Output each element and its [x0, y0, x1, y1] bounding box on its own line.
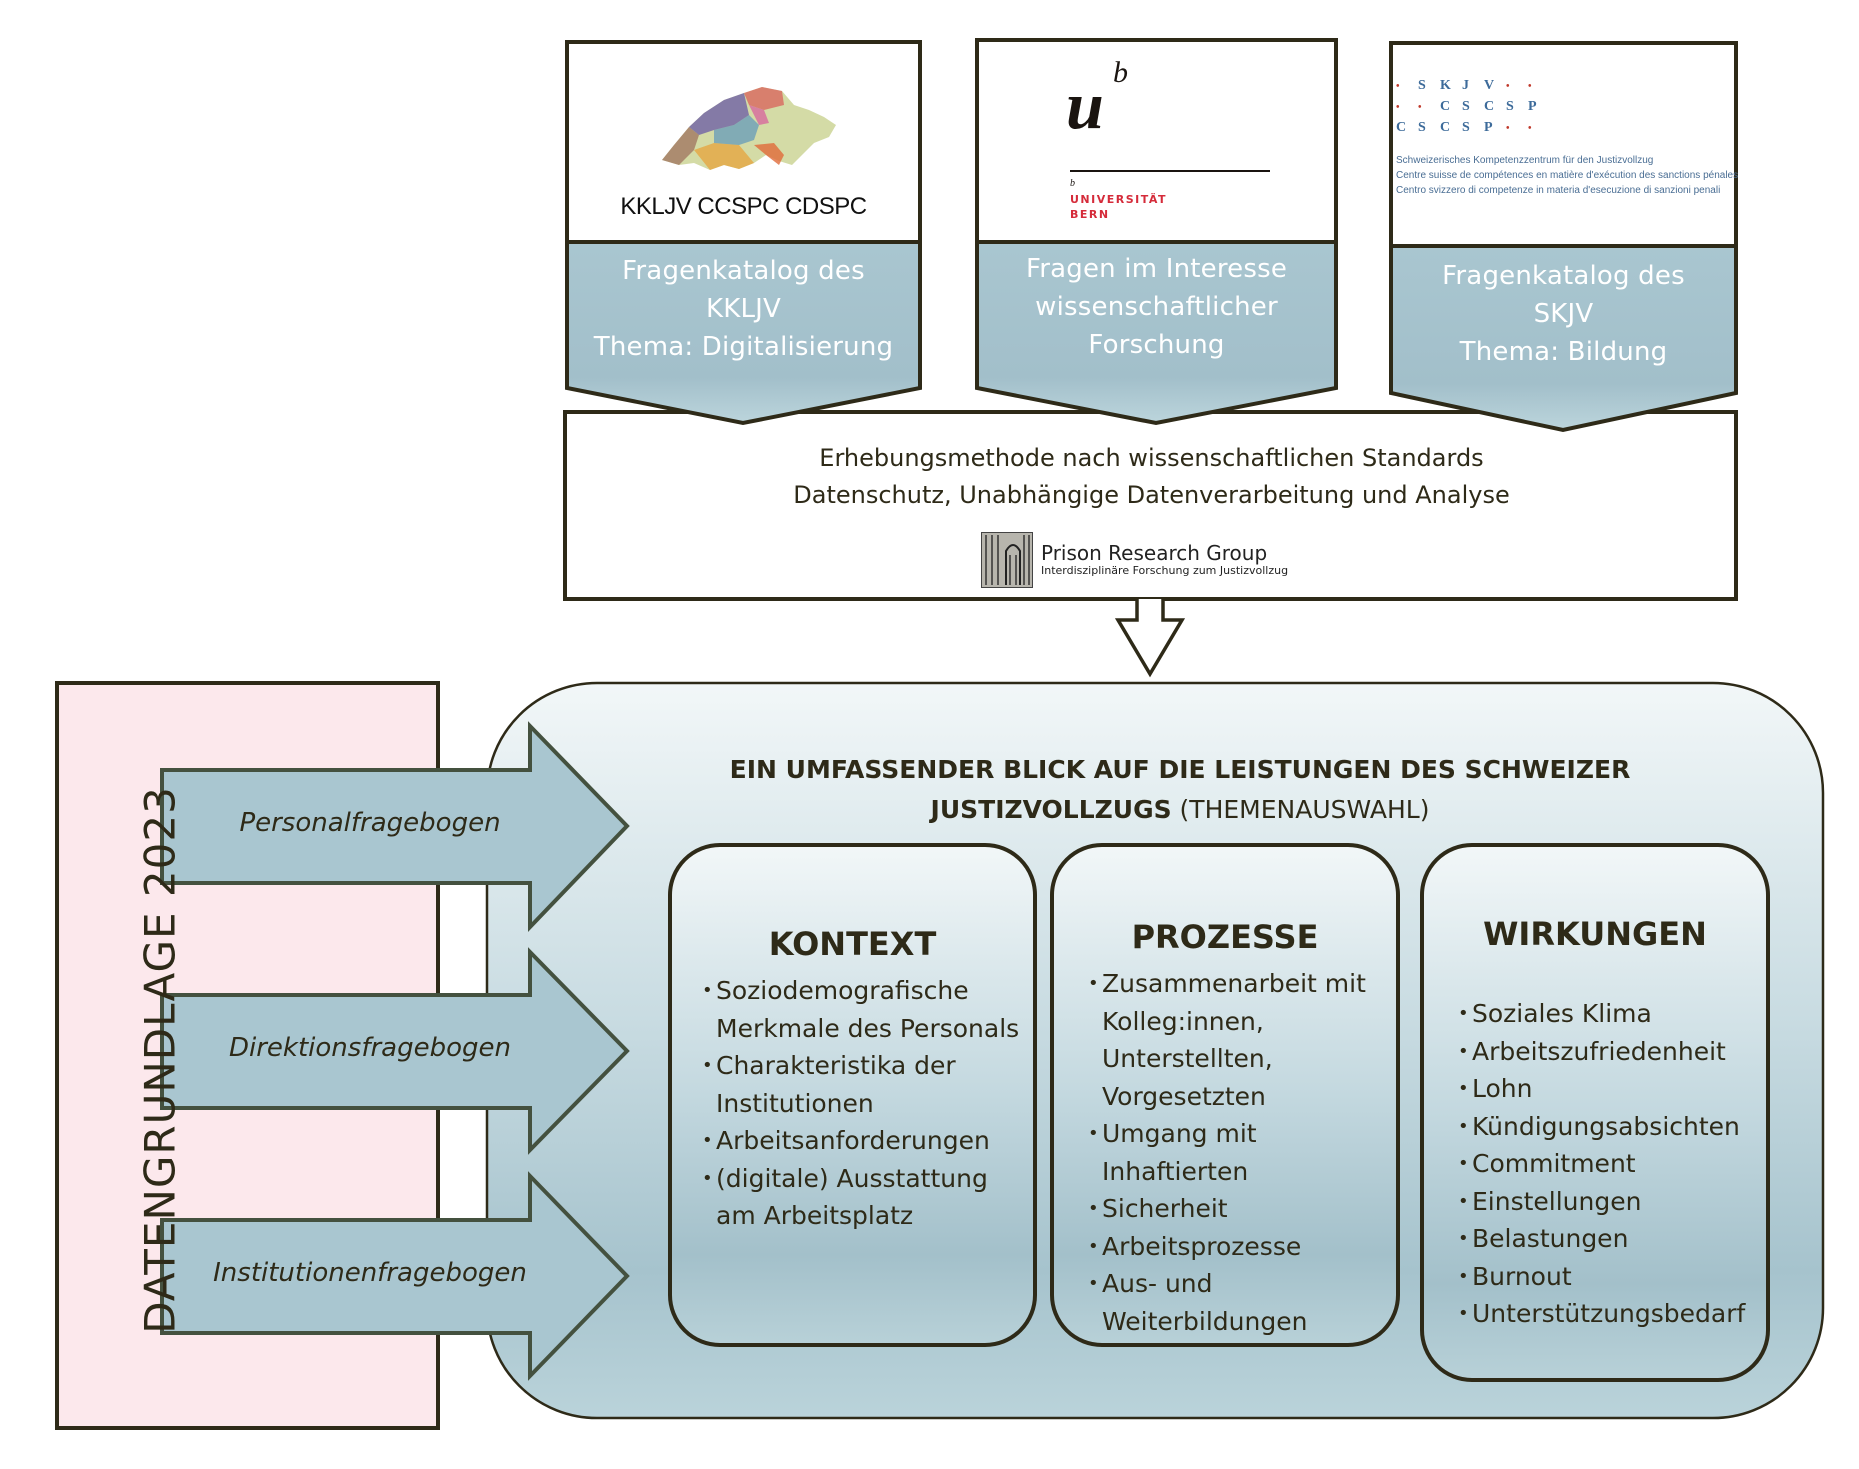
card-item: Charakteristika der Institutionen — [702, 1047, 1022, 1122]
switzerland-map-icon — [661, 87, 836, 170]
skjv-letter: J — [1462, 78, 1469, 93]
skjv-dot: • — [1396, 81, 1400, 92]
skjv-dot: • — [1506, 123, 1510, 134]
skjv-letter: S — [1462, 120, 1470, 135]
source-box-unibern — [975, 38, 1338, 426]
skjv-desc-line: Centre suisse de compétences en matière … — [1396, 170, 1739, 181]
skjv-dot: • — [1528, 81, 1532, 92]
prison-research-group-logo: Prison Research Group Interdisziplinäre … — [981, 532, 1288, 588]
source-label-kkljv: Fragenkatalog des KKLJV Thema: Digitalis… — [567, 252, 920, 366]
source-label-line: wissenschaftlicher — [1035, 292, 1278, 322]
skjv-letter: C — [1396, 120, 1407, 135]
card-item-list: Zusammenarbeit mit Kolleg:innen, Unterst… — [1088, 965, 1393, 1340]
card-item: Unterstützungsbedarf — [1458, 1295, 1768, 1333]
card-item: Soziales Klima — [1458, 995, 1768, 1033]
arrow-personal — [160, 721, 630, 932]
skjv-letter: S — [1506, 99, 1514, 114]
unibern-name-line: BERN — [1070, 208, 1110, 221]
card-item: (digitale) Ausstattung am Arbeitsplatz — [702, 1160, 1022, 1235]
source-label-line: Forschung — [1088, 330, 1225, 360]
unibern-u-mark: u — [1066, 67, 1104, 143]
skjv-dot: • — [1418, 102, 1422, 113]
down-arrow — [1114, 599, 1186, 678]
card-item: Burnout — [1458, 1258, 1768, 1296]
prison-window-icon — [981, 532, 1033, 588]
method-line: Datenschutz, Unabhängige Datenverarbeitu… — [793, 481, 1510, 509]
source-label-skjv: Fragenkatalog des SKJV Thema: Bildung — [1391, 257, 1736, 371]
kkljv-logo: KKLJV CCSPC CDSPC — [569, 46, 918, 240]
card-item: Commitment — [1458, 1145, 1768, 1183]
unibern-b-mark: b — [1113, 56, 1128, 89]
overview-heading: EIN UMFASSENDER BLICK AUF DIE LEISTUNGEN… — [680, 750, 1680, 830]
card-item: Arbeitszufriedenheit — [1458, 1033, 1768, 1071]
skjv-dot: • — [1528, 123, 1532, 134]
skjv-description: Schweizerisches Kompetenzzentrum für den… — [1396, 153, 1738, 198]
skjv-letter: P — [1528, 99, 1537, 114]
card-item: Aus- und Weiterbildungen — [1088, 1265, 1393, 1340]
card-item: Sicherheit — [1088, 1190, 1393, 1228]
card-title: KONTEXT — [768, 925, 937, 963]
source-label-unibern: Fragen im Interesse wissenschaftlicher F… — [977, 250, 1336, 364]
skjv-letter: C — [1440, 99, 1451, 114]
overview-heading-bold: JUSTIZVOLLZUGS — [930, 795, 1172, 824]
card-title: WIRKUNGEN — [1483, 915, 1707, 953]
method-box — [563, 410, 1738, 601]
skjv-letter: S — [1418, 78, 1426, 93]
skjv-letter: S — [1462, 99, 1470, 114]
unibern-small-b: b — [1070, 178, 1075, 189]
arrow-direktion — [160, 947, 630, 1155]
unibern-name: UNIVERSITÄT BERN — [1070, 192, 1167, 222]
skjv-letter: V — [1484, 78, 1495, 93]
card-item: Belastungen — [1458, 1220, 1768, 1258]
source-label-line: Fragenkatalog des — [622, 256, 865, 286]
skjv-letter: C — [1484, 99, 1495, 114]
skjv-dot: • — [1506, 81, 1510, 92]
prison-research-group-title: Prison Research Group — [1041, 541, 1268, 565]
unibern-rule — [1070, 170, 1270, 172]
skjv-desc-line: Centro svizzero di competenze in materia… — [1396, 185, 1721, 196]
card-item: Lohn — [1458, 1070, 1768, 1108]
skjv-letter: P — [1484, 120, 1493, 135]
source-label-line: Fragenkatalog des — [1442, 261, 1685, 291]
card-item: Arbeitsanforderungen — [702, 1122, 1022, 1160]
skjv-letter: C — [1440, 120, 1451, 135]
skjv-letter: S — [1418, 120, 1426, 135]
card-item: Einstellungen — [1458, 1183, 1768, 1221]
source-box-kkljv — [565, 40, 922, 426]
questionnaire-label-direktion: Direktionsfragebogen — [228, 1033, 511, 1063]
skjv-desc-line: Schweizerisches Kompetenzzentrum für den… — [1396, 155, 1654, 166]
card-item: Soziodemografische Merkmale des Personal… — [702, 972, 1022, 1047]
card-item-list: Soziales KlimaArbeitszufriedenheitLohnKü… — [1458, 995, 1768, 1333]
questionnaire-label-institution: Institutionenfragebogen — [213, 1258, 527, 1288]
card-item: Umgang mit Inhaftierten — [1088, 1115, 1393, 1190]
arrow-institution — [160, 1171, 630, 1381]
card-title: PROZESSE — [1131, 918, 1319, 956]
overview-heading-suffix: (THEMENAUSWAHL) — [1171, 795, 1430, 824]
source-label-line: Thema: Digitalisierung — [593, 332, 894, 362]
unibern-name-line: UNIVERSITÄT — [1070, 193, 1168, 206]
prison-research-group-subtitle: Interdisziplinäre Forschung zum Justizvo… — [1041, 564, 1289, 577]
skjv-dot: • — [1396, 102, 1400, 113]
data-basis-title: DATENGRUNDLAGE 2023 — [135, 786, 185, 1334]
kkljv-logo-text: KKLJV CCSPC CDSPC — [620, 193, 867, 220]
method-line: Erhebungsmethode nach wissenschaftlichen… — [819, 444, 1484, 472]
overview-heading-line1: EIN UMFASSENDER BLICK AUF DIE LEISTUNGEN… — [729, 755, 1631, 784]
skjv-letter: K — [1440, 78, 1451, 93]
card-item-list: Soziodemografische Merkmale des Personal… — [702, 972, 1022, 1235]
source-label-line: Thema: Bildung — [1459, 337, 1668, 367]
source-label-line: Fragen im Interesse — [1025, 254, 1288, 284]
source-label-line: SKJV — [1533, 299, 1594, 329]
source-label-line: KKLJV — [705, 294, 782, 324]
card-item: Arbeitsprozesse — [1088, 1228, 1393, 1266]
source-box-skjv — [1389, 41, 1738, 433]
card-item: Kündigungsabsichten — [1458, 1108, 1768, 1146]
method-description: Erhebungsmethode nach wissenschaftlichen… — [565, 440, 1738, 514]
card-item: Zusammenarbeit mit Kolleg:innen, Unterst… — [1088, 965, 1393, 1115]
questionnaire-label-personal: Personalfragebogen — [239, 808, 501, 838]
